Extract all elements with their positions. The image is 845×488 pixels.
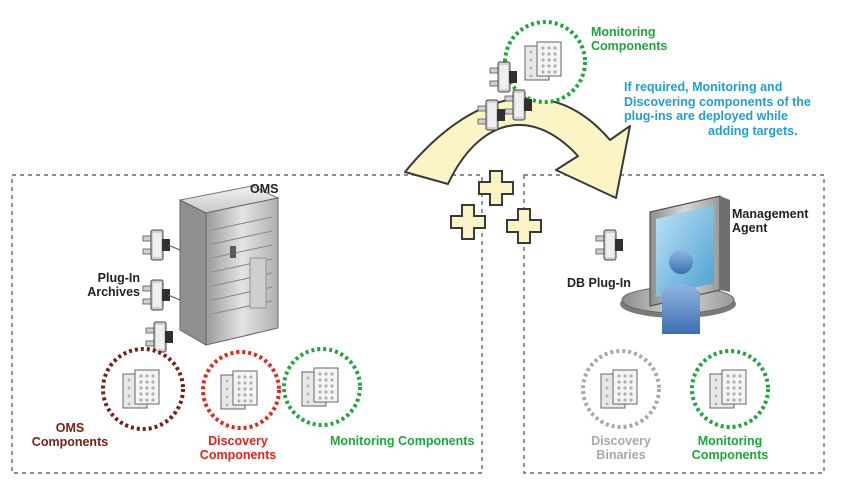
monitoring-components-icon [301,367,339,407]
agent-monitoring-label: Monitoring Components [680,434,780,462]
deployment-note-line1: If required, Monitoring and [624,80,783,94]
management-agent-label: Management Agent [732,207,808,235]
plugin-archives-line2: Archives [87,285,140,299]
agent-monitoring-line1: Monitoring [697,434,763,448]
deployment-note: If required, Monitoring and Discovering … [624,80,811,138]
deployment-arrow [404,96,631,199]
deployment-note-line3: plug-ins are deployed while [624,109,788,123]
plus-icon [478,170,514,206]
discovery-components-icon [220,370,258,410]
management-agent-line1: Management [732,207,809,221]
oms-components-label: OMS Components [20,421,120,449]
oms-components-icon [122,369,160,409]
oms-components-line1: OMS [55,421,85,435]
agent-monitoring-icon [709,369,747,409]
plugin-archive-icon [142,279,171,311]
deployment-note-line2: Discovering components of the [624,94,811,109]
db-plugin-icon [595,229,624,261]
plugin-archives-label: Plug-In Archives [70,271,140,299]
plus-icon [506,208,542,244]
discovery-binaries-label: Discovery Binaries [576,434,666,462]
plugin-archive-icon [142,229,171,261]
plus-icon [450,204,486,240]
monitoring-components-label: Monitoring Components [330,434,475,448]
discovery-binaries-icon [600,369,638,409]
transfer-monitoring-line2: Components [591,39,668,53]
discovery-binaries-line2: Binaries [596,448,646,462]
oms-components-line2: Components [31,435,109,449]
plugin-archive-icon [145,321,174,353]
deployment-note-line4: adding targets. [708,123,798,138]
discovery-components-line2: Components [199,448,277,462]
discovery-components-line1: Discovery [208,434,268,448]
management-agent-icon [620,195,736,334]
agent-box [523,174,825,474]
transfer-monitoring-label: Monitoring Components [591,25,667,53]
transfer-monitoring-line1: Monitoring [591,25,656,39]
oms-title: OMS [250,182,279,196]
transfer-monitoring-icon [524,41,562,81]
agent-monitoring-line2: Components [691,448,769,462]
management-agent-line2: Agent [732,221,768,235]
discovery-binaries-line1: Discovery [591,434,651,448]
oms-server-icon [178,185,280,346]
db-plugin-label: DB Plug-In [567,276,631,290]
discovery-components-label: Discovery Components [183,434,293,462]
user-figure-icon [662,250,700,334]
oms-box [11,174,483,474]
plugin-archives-line1: Plug-In [97,271,140,285]
